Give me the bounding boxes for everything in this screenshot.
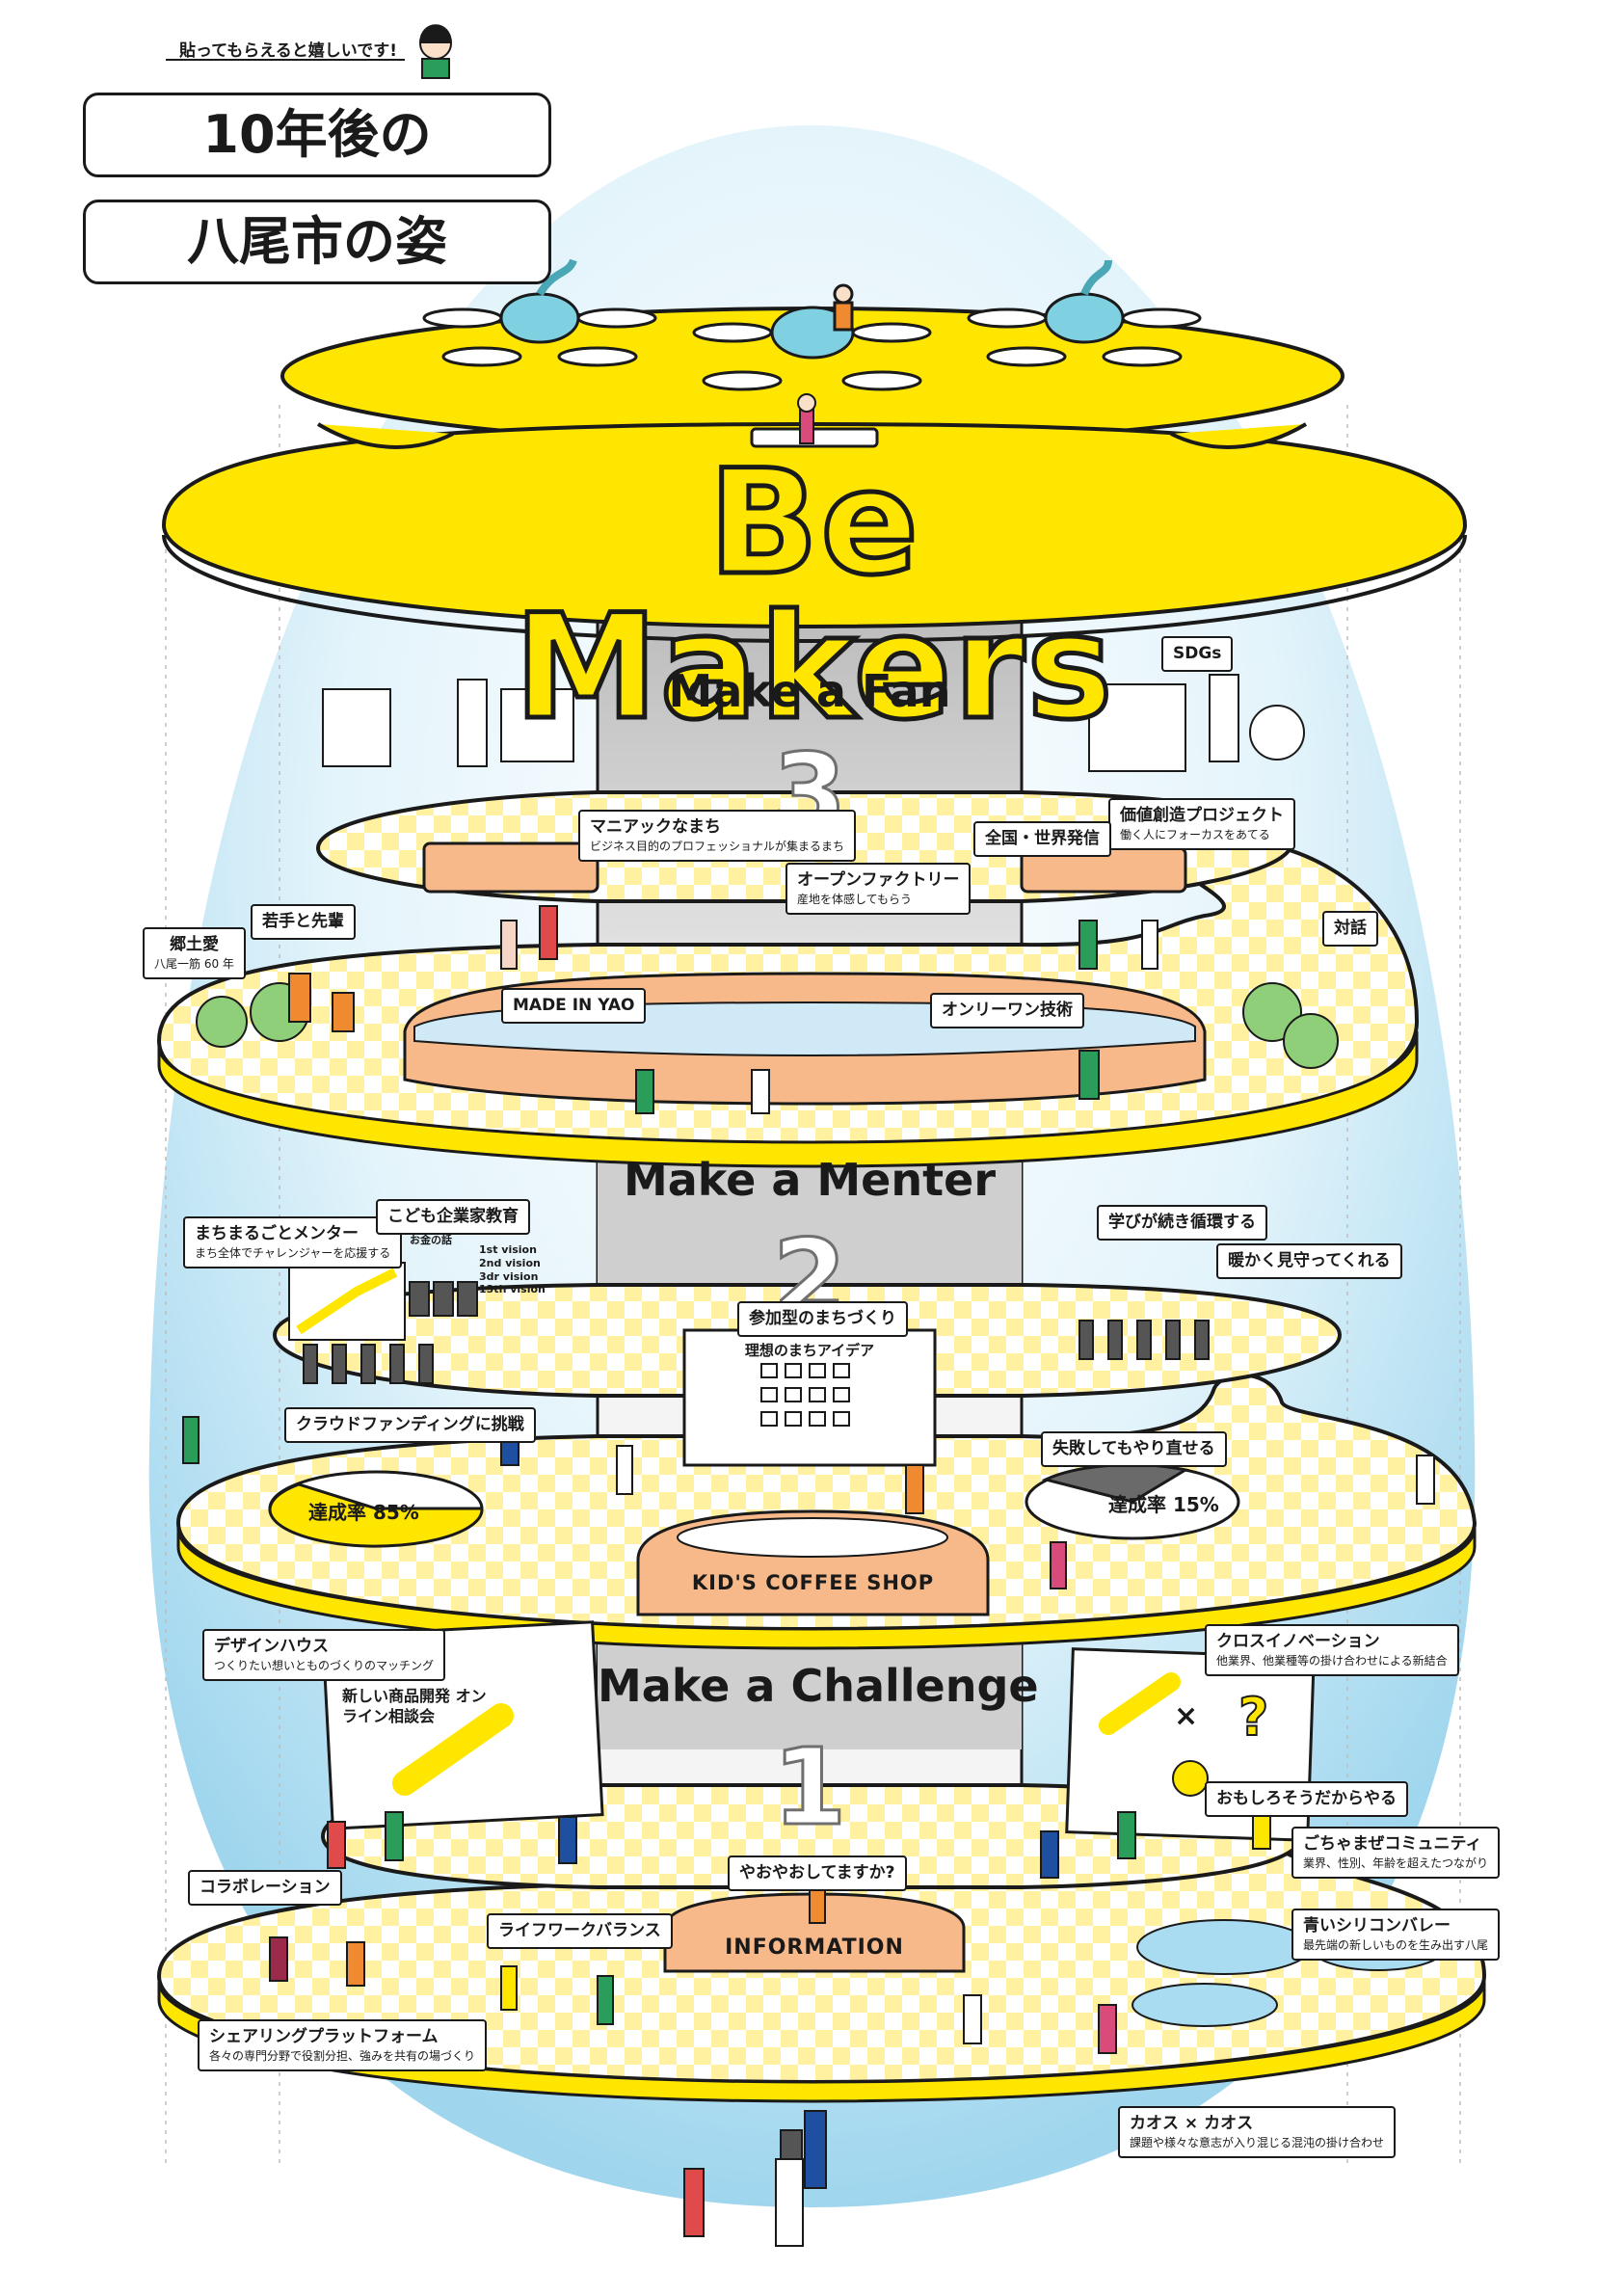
header-note: 貼ってもらえると嬉しいです! (178, 41, 398, 61)
vision-list: 1st vision 2nd vision 3dr vision 13th vi… (479, 1243, 546, 1296)
label-crowdfunding: クラウドファンディングに挑戦 (284, 1407, 536, 1444)
mascot-icon (419, 24, 452, 79)
label-collaboration: コラボレーション (188, 1870, 342, 1907)
label-interesting: おもしろそうだからやる (1205, 1781, 1408, 1818)
label-global: 全国・世界発信 (973, 821, 1111, 858)
be-makers-logo: Be Makers (512, 440, 1115, 752)
label-cross-innovation: クロスイノベーション他業界、他業種等の掛け合わせによる新結合 (1205, 1624, 1459, 1677)
label-retry: 失敗してもやり直せる (1041, 1431, 1227, 1468)
label-design-house: デザインハウスつくりたい想いとものづくりのマッチング (202, 1629, 446, 1682)
kids-coffee-shop: KID'S COFFEE SHOP (691, 1571, 935, 1594)
floor-1-title: Make a Challenge (598, 1660, 1039, 1712)
label-achieve-15: 達成率 15% (1108, 1493, 1219, 1516)
drones (422, 258, 1202, 391)
label-made-in-yao: MADE IN YAO (501, 988, 647, 1025)
svg-text:?: ? (1238, 1687, 1268, 1748)
label-young-senior: 若手と先輩 (251, 904, 356, 941)
label-sharing-platform: シェアリングプラットフォーム各々の専門分野で役割分担、強みを共有の場づくり (198, 2019, 488, 2072)
label-ideal-ideas: 理想のまちアイデア (744, 1342, 875, 1359)
floor-3-title: Make a Fan (668, 665, 951, 717)
kids-coffee-counter (636, 1509, 990, 1616)
label-town-mentor: まちまるごとメンターまち全体でチャレンジャーを応援する (183, 1216, 403, 1269)
information-counter: INFORMATION (725, 1936, 904, 1960)
title-line-1: 10年後の (83, 93, 551, 177)
label-blue-silicon: 青いシリコンバレー最先端の新しいものを生み出す八尾 (1291, 1909, 1501, 1962)
vision-chart (288, 1262, 478, 1341)
label-mixed-community: ごちゃまぜコミュニティ業界、性別、年齢を超えたつながり (1291, 1827, 1501, 1880)
label-sdgs: SDGs (1161, 636, 1234, 673)
floor-3-people (196, 905, 1339, 1114)
label-kids-education: こども企業家教育 (376, 1199, 530, 1236)
vision-chart-words: お金の話 (410, 1234, 452, 1246)
label-only-one: オンリーワン技術 (930, 993, 1084, 1029)
wall-icons (322, 674, 1305, 772)
floor-1-number: 1 (771, 1724, 848, 1851)
svg-text:×: × (1174, 1699, 1198, 1733)
label-achieve-85: 達成率 85% (308, 1501, 419, 1524)
label-chaos: カオス × カオス課題や様々な意志が入り混じる混沌の掛け合わせ (1118, 2106, 1397, 2159)
label-maniac-town: マニアックなまちビジネス目的のプロフェッショナルが集まるまち (578, 810, 857, 863)
ideas-board (682, 1328, 937, 1467)
label-greeting: やおやおしてますか? (728, 1855, 907, 1892)
floor-1-people (269, 1802, 1271, 2247)
label-value-creation: 価値創造プロジェクト働く人にフォーカスをあてる (1108, 798, 1295, 851)
label-kyodo: 郷土愛八尾一筋 60 年 (143, 927, 246, 980)
label-participatory: 参加型のまちづくり (737, 1301, 908, 1338)
label-dialogue: 対話 (1322, 911, 1378, 948)
label-learning-cycle: 学びが続き循環する (1097, 1205, 1267, 1241)
label-new-product: 新しい商品開発 オンライン相談会 (342, 1687, 487, 1725)
label-warm-watch: 暖かく見守ってくれる (1216, 1243, 1402, 1280)
floor-2-title: Make a Menter (623, 1154, 997, 1206)
title-line-2: 八尾市の姿 (83, 200, 551, 284)
label-open-factory: オープンファクトリー産地を体感してもらう (785, 863, 972, 916)
label-lifework: ライフワークバランス (487, 1913, 673, 1950)
